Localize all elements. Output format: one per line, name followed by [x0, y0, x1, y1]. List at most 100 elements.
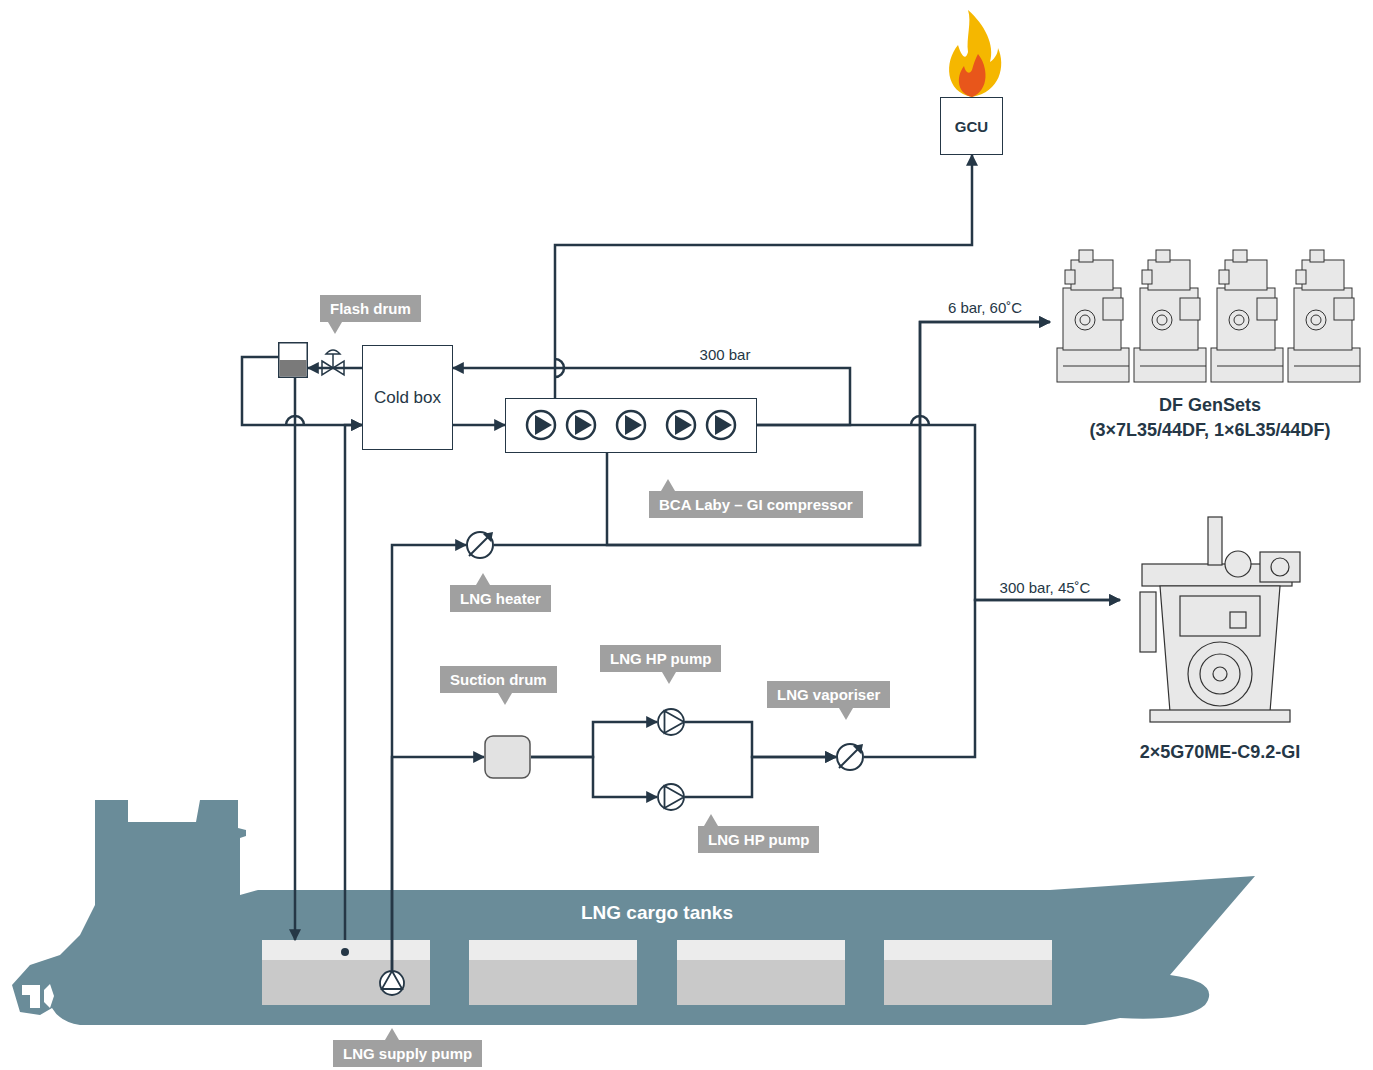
stage-arrow — [625, 415, 642, 435]
node-label: DF GenSets — [1050, 393, 1370, 418]
tank-vapour — [262, 940, 430, 960]
node-label: Cold box — [374, 388, 441, 408]
symbol — [836, 743, 864, 771]
callout-tag: LNG heater — [450, 585, 551, 612]
cold-box: Cold box — [362, 345, 453, 450]
rudder — [22, 985, 40, 1008]
exchanger-arrow — [483, 532, 493, 542]
suction-drum: Suction drum — [484, 735, 531, 779]
stage-arrow — [575, 415, 592, 435]
engine-illustration — [1140, 517, 1300, 722]
symbol — [466, 531, 494, 559]
tank-vapour — [677, 940, 845, 960]
compressor: BCA Laby – GI compressor — [505, 398, 757, 453]
callout-pointer — [498, 693, 512, 705]
pipe-connector — [864, 600, 1120, 757]
pipe-connector — [607, 322, 1050, 545]
callout-pointer — [385, 1028, 399, 1040]
tank — [262, 940, 430, 1005]
symbol — [506, 399, 758, 454]
callout-tag: LNG vaporiser — [767, 681, 890, 708]
callout-label: LNG HP pump — [610, 650, 711, 667]
tank — [469, 940, 637, 1005]
supply-pump: LNG supply pump — [379, 970, 405, 996]
callout-tag: BCA Laby – GI compressor — [649, 491, 863, 518]
pump-circle — [380, 971, 404, 995]
compressor-stage — [617, 411, 645, 439]
callout-tag: LNG supply pump — [333, 1040, 482, 1067]
stage-arrow — [535, 415, 552, 435]
pipe-connector — [345, 425, 362, 940]
flash-drum: Flash drum — [278, 342, 308, 378]
gcu-box: GCU — [940, 97, 1003, 155]
pipe-connector — [685, 757, 836, 797]
genset-illustration — [1057, 250, 1129, 382]
tank-vapour — [884, 940, 1052, 960]
pipe-connector — [531, 757, 657, 797]
node-label: (3×7L35/44DF, 1×6L35/44DF) — [1050, 418, 1370, 443]
compressor-stage — [527, 411, 555, 439]
ship-hull — [12, 800, 1255, 1025]
genset-illustration — [1288, 250, 1360, 382]
hp-pump: LNG HP pump — [657, 708, 685, 736]
pipe-connector — [531, 722, 657, 757]
edge-label: 6 bar, 60˚C — [945, 299, 1025, 316]
vapour-inlet — [341, 948, 349, 956]
compressor-stage — [707, 411, 735, 439]
callout-tag: LNG HP pump — [698, 826, 819, 853]
tank — [677, 940, 845, 1005]
drum-body — [279, 343, 308, 378]
hp-pump: LNG HP pump — [657, 783, 685, 811]
callout-pointer — [661, 479, 675, 491]
pipe-connector — [555, 155, 972, 398]
drum-liquid — [280, 360, 307, 377]
symbol — [1050, 248, 1370, 388]
compressor-stage — [667, 411, 695, 439]
stage-arrow — [715, 415, 732, 435]
callout-label: LNG HP pump — [708, 831, 809, 848]
flame — [949, 10, 1001, 97]
callout-tag: Suction drum — [440, 666, 557, 693]
heater: LNG heater — [466, 531, 494, 559]
genset-illustration — [1211, 250, 1283, 382]
main-engine: 2×5G70ME-C9.2-GI — [1120, 512, 1320, 767]
symbol — [484, 735, 531, 779]
pipe-connector — [685, 722, 836, 757]
edge-label: 300 bar, 45˚C — [997, 579, 1094, 596]
pipe-connector — [392, 757, 484, 970]
callout-pointer — [662, 672, 676, 684]
genset-group: DF GenSets(3×7L35/44DF, 1×6L35/44DF) — [1050, 248, 1370, 443]
stage-arrow — [675, 415, 692, 435]
pump-triangle — [382, 971, 402, 989]
node-label: 2×5G70ME-C9.2-GI — [1120, 740, 1320, 765]
callout-pointer — [328, 322, 342, 334]
callout-label: BCA Laby – GI compressor — [659, 496, 853, 513]
edge-label: 300 bar — [697, 346, 754, 363]
exchanger-arrow — [853, 744, 863, 754]
callout-pointer — [476, 573, 490, 585]
caption-block: DF GenSets(3×7L35/44DF, 1×6L35/44DF) — [1050, 393, 1370, 443]
callout-label: Flash drum — [330, 300, 411, 317]
callout-pointer — [839, 708, 853, 720]
pipe-connector — [242, 357, 362, 425]
exchanger-circle — [467, 532, 493, 558]
heading-block: LNG cargo tanks — [262, 902, 1052, 924]
callout-label: Suction drum — [450, 671, 547, 688]
vaporiser: LNG vaporiser — [836, 743, 864, 771]
tank — [884, 940, 1052, 1005]
callout-label: LNG supply pump — [343, 1045, 472, 1062]
caption-block: 2×5G70ME-C9.2-GI — [1120, 740, 1320, 765]
pipe-connector — [294, 378, 297, 940]
flame-core — [959, 54, 986, 97]
symbol — [1120, 512, 1320, 727]
callout-tag: LNG HP pump — [600, 645, 721, 672]
cargo-tank-band: LNG cargo tanksLNG supply pump — [262, 940, 1052, 1005]
callout-tag: Flash drum — [320, 295, 421, 322]
propeller — [44, 984, 54, 1008]
cargo-tanks — [262, 940, 1052, 1005]
pipe-connector — [494, 322, 1050, 545]
symbol — [657, 783, 685, 811]
symbol — [278, 342, 308, 378]
pump-triangle — [665, 711, 685, 733]
